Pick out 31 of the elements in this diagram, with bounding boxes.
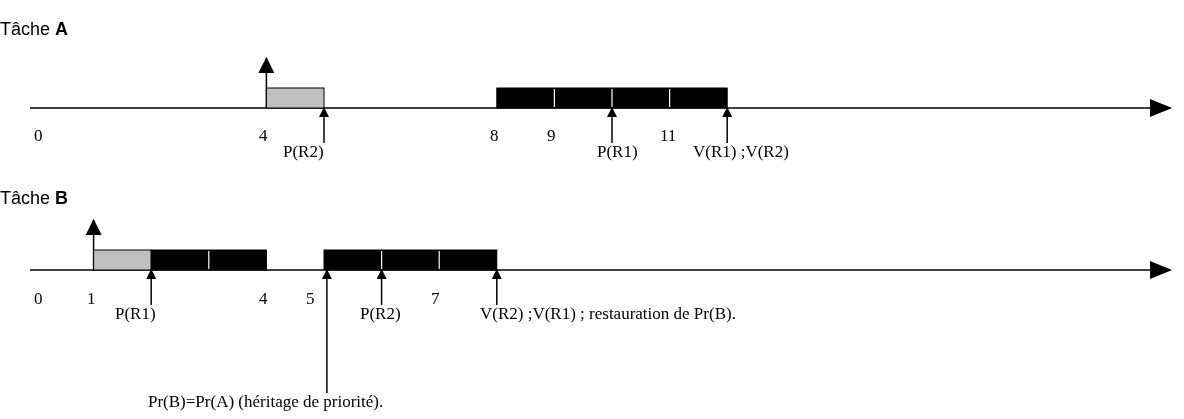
event-label: Pr(B)=Pr(A) (héritage de priorité). (148, 392, 384, 412)
time-tick-label: 1 (87, 289, 96, 309)
time-tick-label: 0 (34, 126, 43, 146)
execution-bar (150, 249, 267, 271)
event-arrow (376, 269, 387, 306)
event-label: P(R1) (597, 142, 638, 162)
event-label: V(R2) ;V(R1) ; restauration de Pr(B). (480, 304, 736, 324)
event-arrow (722, 107, 733, 144)
time-tick-label: 4 (259, 126, 268, 146)
task-heading: Tâche A (0, 18, 69, 40)
time-tick-label: 8 (490, 126, 499, 146)
event-arrow (491, 269, 502, 306)
shaded-bar (265, 87, 325, 109)
time-tick-label: 5 (306, 289, 315, 309)
time-tick-label: 11 (660, 126, 677, 146)
execution-bar (323, 249, 498, 271)
time-tick-label: 9 (547, 126, 556, 146)
event-arrow (321, 269, 332, 394)
event-arrow (319, 107, 329, 144)
event-arrow (146, 269, 157, 306)
event-label: P(R1) (115, 304, 156, 324)
time-tick-label: 4 (259, 289, 268, 309)
task-heading: Tâche B (0, 187, 69, 209)
time-tick-label: 7 (431, 289, 440, 309)
event-label: P(R2) (283, 142, 324, 162)
time-tick-label: 0 (34, 289, 43, 309)
execution-bar (496, 87, 728, 109)
shaded-bar (93, 249, 152, 271)
event-arrow (607, 107, 617, 144)
event-label: V(R1) ;V(R2) (693, 142, 789, 162)
event-label: P(R2) (360, 304, 401, 324)
